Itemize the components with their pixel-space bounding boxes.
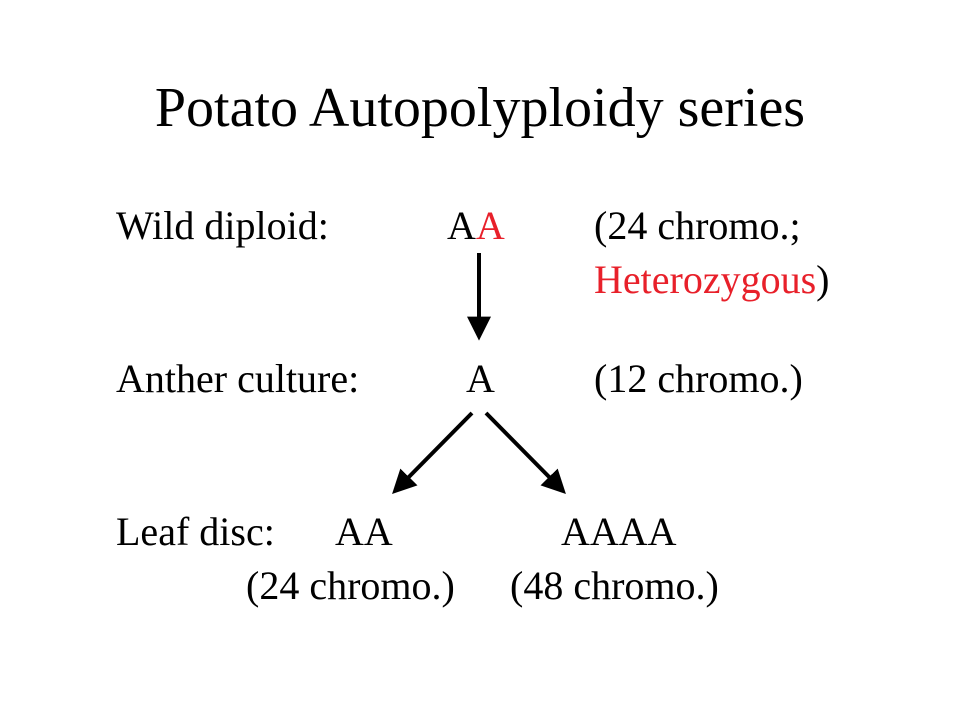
wild-diploid-chromosome-note: (24 chromo.; bbox=[594, 203, 801, 248]
wild-genotype-allele-1: A bbox=[447, 203, 476, 248]
leaf-disc-tetraploid-chromosome-note: (48 chromo.) bbox=[510, 563, 719, 608]
arrow-to-diploid-leaf-disc bbox=[392, 411, 474, 494]
wild-diploid-label: Wild diploid: bbox=[116, 203, 329, 248]
anther-culture-chromosome-note: (12 chromo.) bbox=[594, 356, 803, 401]
heterozygous-text: Heterozygous bbox=[594, 257, 817, 302]
wild-genotype-allele-2: A bbox=[475, 203, 505, 248]
wild-diploid-genotype: AA bbox=[447, 206, 505, 246]
slide-title: Potato Autopolyploidy series bbox=[154, 77, 806, 139]
leaf-disc-label: Leaf disc: bbox=[116, 509, 275, 554]
closing-paren: ) bbox=[816, 257, 830, 302]
anther-culture-label: Anther culture: bbox=[116, 356, 360, 401]
anther-culture-genotype: A bbox=[466, 356, 495, 401]
leaf-disc-diploid-chromosome-note: (24 chromo.) bbox=[246, 563, 455, 608]
wild-diploid-heterozygous-note: Heterozygous) bbox=[594, 260, 829, 300]
arrow-to-tetraploid-leaf-disc bbox=[484, 411, 566, 494]
leaf-disc-diploid-genotype: AA bbox=[335, 509, 393, 554]
leaf-disc-tetraploid-genotype: AAAA bbox=[561, 509, 677, 554]
